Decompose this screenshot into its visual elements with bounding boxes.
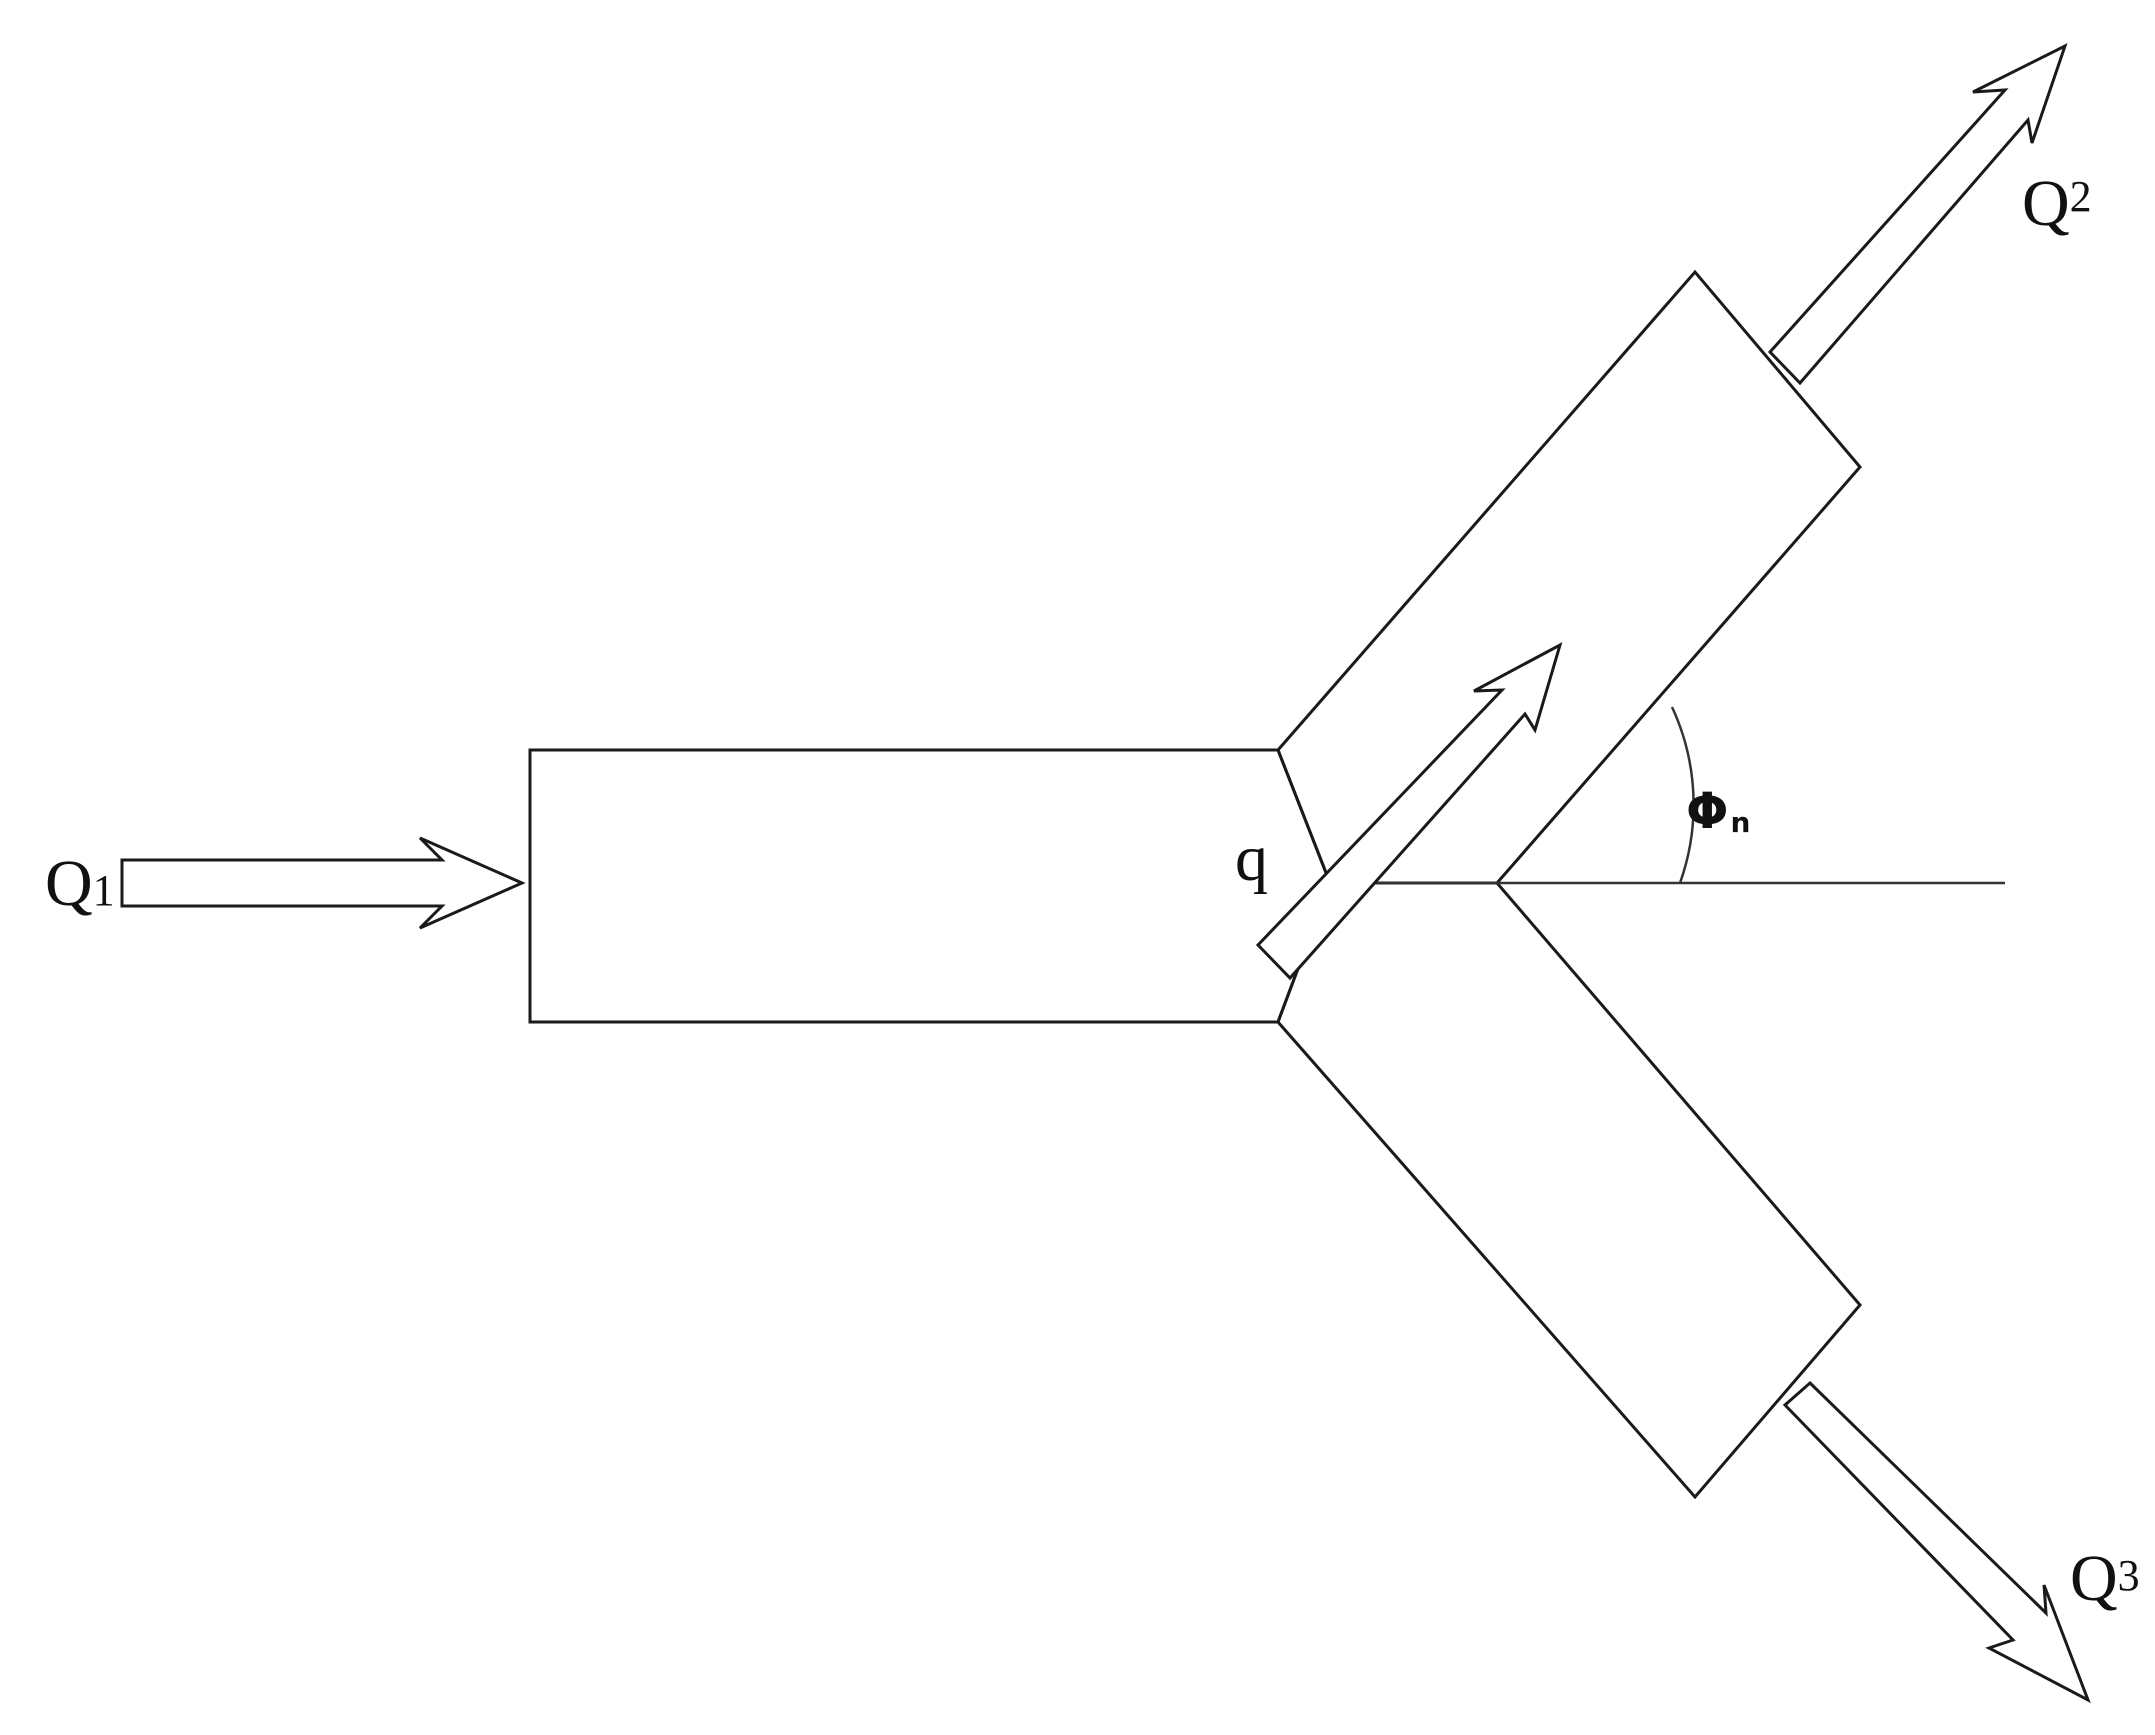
label-q: q: [1235, 822, 1268, 895]
lower-branch-pipe: [1276, 881, 1862, 1500]
label-q3: Q3: [2070, 1542, 2140, 1615]
label-q2: Q2: [2022, 167, 2092, 240]
lower-outlet-flow-arrow: [1782, 1380, 2091, 1704]
junction-flow-arrow: [1255, 641, 1563, 981]
inlet-flow-arrow: [120, 836, 526, 930]
angle-arc: [1670, 706, 1695, 884]
label-q1: Q1: [45, 847, 115, 920]
upper-outlet-flow-arrow: [1767, 43, 2068, 386]
inlet-pipe: [528, 748, 1332, 1024]
label-phi: Φn: [1686, 782, 1750, 840]
upper-branch-pipe: [1276, 269, 1862, 885]
